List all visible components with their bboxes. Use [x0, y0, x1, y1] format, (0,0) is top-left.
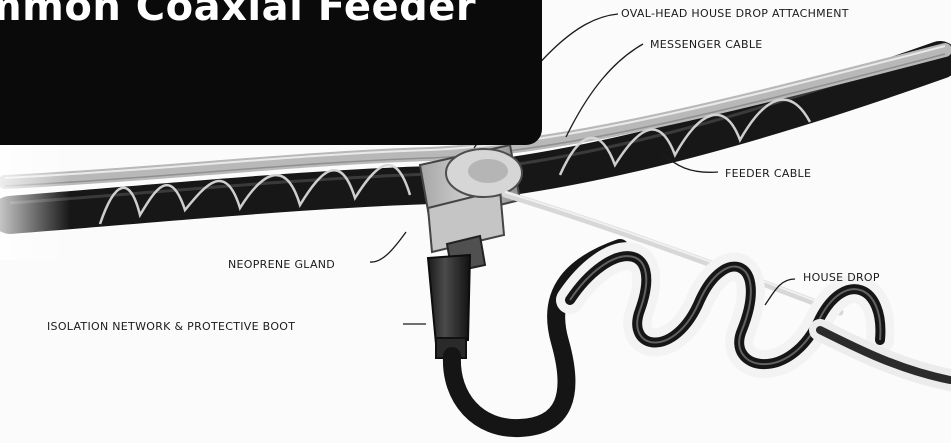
isolation-label: ISOLATION NETWORK & PROTECTIVE BOOT: [47, 320, 295, 333]
messenger-label: MESSENGER CABLE: [650, 38, 763, 51]
page-title: mmon Coaxial Feeder: [0, 0, 500, 30]
oval-head-label: OVAL-HEAD HOUSE DROP ATTACHMENT: [621, 7, 849, 20]
drop-attachment: [420, 145, 522, 272]
neoprene-label: NEOPRENE GLAND: [228, 258, 335, 271]
title-panel: mmon Coaxial Feeder: [0, 0, 542, 145]
house-drop-spiral: [570, 256, 950, 380]
protective-boot: [428, 255, 470, 358]
feeder-label: FEEDER CABLE: [725, 167, 811, 180]
house-drop-label: HOUSE DROP: [803, 271, 880, 284]
